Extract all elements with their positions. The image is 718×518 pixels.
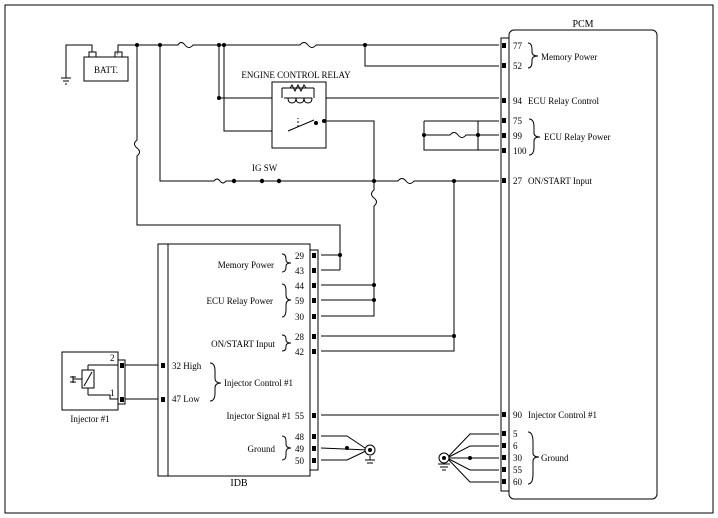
idb-left-strip — [157, 243, 169, 477]
idb-memory-power-bracket — [281, 253, 292, 273]
ig-switch-contact-b — [259, 178, 265, 184]
idb-on-start-input-bracket — [281, 334, 292, 352]
pcm-pin-100: 100 — [513, 146, 527, 156]
idb-injector-control-label: Injector Control #1 — [224, 378, 293, 388]
idb-pin-55: 55 — [295, 411, 305, 421]
pcm-pin-60: 60 — [513, 477, 523, 487]
idb-ecu-relay-power-label: ECU Relay Power — [207, 296, 274, 306]
diagram-border — [4, 4, 714, 514]
idb-right-strip — [309, 249, 319, 471]
pcm-pin-99: 99 — [513, 131, 523, 141]
pcm-ecu-relay-power-wire — [423, 120, 499, 151]
pcm-ecu-relay-power-label: ECU Relay Power — [544, 132, 611, 142]
ig-switch-wire — [159, 45, 499, 184]
idb-memory-power-label: Memory Power — [218, 260, 274, 270]
injector-pin-pad-1 — [120, 397, 124, 402]
pcm-connector-strip — [500, 37, 510, 492]
pcm-pin-55: 55 — [513, 465, 523, 475]
battery-box — [83, 56, 129, 82]
idb-pin-49: 49 — [295, 444, 305, 454]
idb-injector-control-bracket — [209, 362, 222, 402]
relay-box — [271, 81, 327, 149]
idb-injector-signal-label: Injector Signal #1 — [227, 411, 292, 421]
pcm-pin-30: 30 — [513, 453, 523, 463]
injector-pin-2: 2 — [110, 353, 115, 363]
pcm-on-start-input-label: ON/START Input — [528, 176, 592, 186]
relay-coil-frame — [281, 87, 315, 98]
idb-pin-43: 43 — [295, 266, 305, 276]
battery-ground-wire — [65, 44, 93, 78]
pcm-pin-6: 6 — [513, 441, 518, 451]
idb-ground-wires — [320, 435, 369, 461]
relay-switch-contact — [314, 121, 318, 125]
relay-coil — [287, 97, 313, 104]
pcm-pin-27: 27 — [513, 176, 523, 186]
idb-pin-59: 59 — [295, 296, 305, 306]
pcm-ground-icon — [438, 463, 450, 471]
injector-pin-pad-2 — [120, 363, 124, 368]
pcm-pin-90: 90 — [513, 410, 523, 420]
pcm-label: PCM — [572, 19, 593, 30]
idb-pin-pads — [161, 253, 316, 463]
idb-label: IDB — [230, 478, 248, 489]
pcm-pin-94: 94 — [513, 96, 523, 106]
idb-pin-47-low: 47 Low — [172, 394, 200, 404]
battery-ground-icon — [61, 77, 71, 85]
idb-pin-30: 30 — [295, 312, 305, 322]
idb-memory-power-wire — [134, 45, 341, 270]
battery-negative-sign: - — [90, 50, 92, 56]
idb-pin-50: 50 — [295, 456, 305, 466]
relay-contact-supply-wire — [223, 45, 288, 132]
ig-switch-label: IG SW — [252, 163, 278, 173]
relay-switch-arm — [287, 119, 315, 132]
battery-positive-sign: + — [116, 52, 120, 58]
idb-box — [167, 243, 311, 477]
idb-pin-44: 44 — [295, 281, 305, 291]
pcm-ground-label: Ground — [541, 453, 569, 463]
pcm-ground-ring-center — [442, 456, 446, 460]
injector-label: Injector #1 — [70, 414, 109, 424]
pcm-injector-control-label: Injector Control #1 — [528, 410, 597, 420]
idb-ecu-relay-power-branches — [321, 284, 374, 301]
idb-ground-ring-center — [368, 448, 372, 452]
pcm-ecu-relay-control-label: ECU Relay Control — [528, 96, 599, 106]
on-start-input-wire — [321, 181, 455, 352]
pcm-pin-pads — [502, 43, 506, 484]
pcm-pin-5: 5 — [513, 429, 518, 439]
idb-ground-icon — [365, 456, 375, 464]
injector-internal-wires — [87, 364, 118, 400]
idb-29-43-wire — [321, 254, 340, 271]
injector-pin-1: 1 — [110, 388, 115, 398]
pcm-memory-power-bracket — [527, 42, 539, 69]
idb-on-start-input-label: ON/START Input — [211, 339, 275, 349]
ig-switch-contact-c — [276, 178, 282, 184]
battery-label: BATT. — [94, 65, 118, 75]
idb-ground-bracket — [281, 435, 292, 461]
idb-ground-label: Ground — [248, 444, 276, 454]
pcm-ground-bracket — [527, 431, 540, 485]
idb-pin-29: 29 — [295, 251, 305, 261]
idb-ecu-relay-power-bracket — [281, 283, 292, 318]
relay-label: ENGINE CONTROL RELAY — [241, 70, 351, 80]
pcm-pin-52: 52 — [513, 61, 522, 71]
pcm-ground-wires — [446, 433, 499, 483]
relay-output-wire — [321, 120, 377, 317]
pcm-52-wire — [364, 45, 499, 67]
ig-switch-contact-a — [231, 178, 237, 184]
pcm-pin-75: 75 — [513, 116, 523, 126]
junction-dots — [135, 43, 480, 460]
pcm-ecu-relay-power-bracket — [528, 118, 541, 156]
injector-solenoid-slash — [83, 371, 93, 387]
idb-pin-42: 42 — [295, 347, 304, 357]
idb-pin-32-high: 32 High — [172, 361, 202, 371]
pcm-pin-77: 77 — [513, 41, 523, 51]
idb-pin-48: 48 — [295, 432, 305, 442]
injector-connector — [117, 359, 126, 405]
battery-main-bus — [117, 42, 499, 52]
pcm-memory-power-label: Memory Power — [541, 52, 597, 62]
relay-resistor — [289, 83, 307, 93]
idb-pin-28: 28 — [295, 332, 305, 342]
